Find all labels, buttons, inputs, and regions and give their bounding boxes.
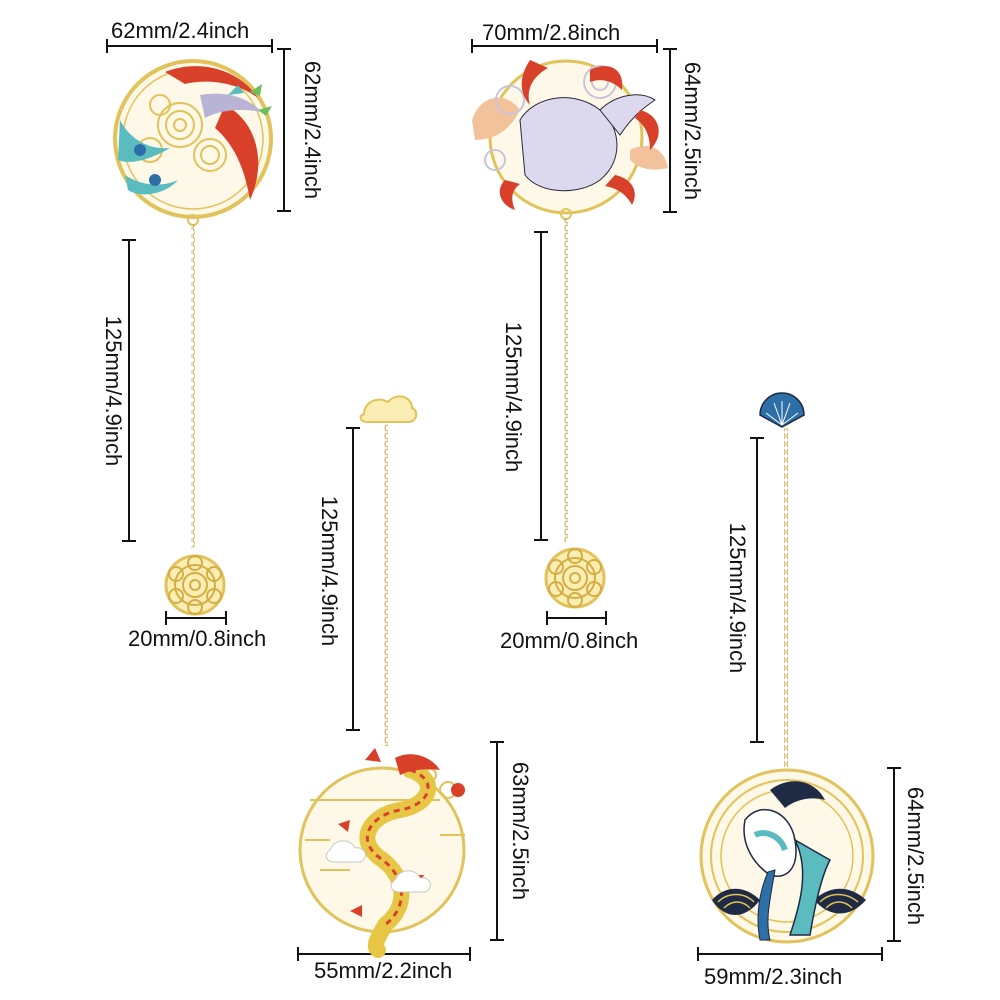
koi-bookmark (699, 768, 875, 944)
cloud-pendant (359, 395, 418, 423)
koi-chain-label: 125mm/4.9inch (725, 522, 750, 674)
dragon-height-label: 63mm/2.5inch (508, 761, 533, 901)
koi-height-label: 64mm/2.5inch (903, 786, 928, 926)
phoenix-height-label: 62mm/2.4inch (300, 60, 325, 200)
koi-width-label: 59mm/2.3inch (704, 964, 843, 989)
dragon-chain (384, 424, 388, 746)
fox-chain-label: 125mm/4.9inch (501, 321, 526, 473)
fox-width-label: 70mm/2.8inch (482, 20, 621, 45)
koi-chain (784, 428, 788, 768)
phoenix-bookmark (113, 59, 273, 226)
phoenix-pendant-label: 20mm/0.8inch (128, 626, 267, 651)
phoenix-chain-label: 125mm/4.9inch (101, 315, 126, 467)
flower-pendant (544, 547, 606, 609)
fox-pendant-label: 20mm/0.8inch (500, 628, 639, 653)
fox-height-label: 64mm/2.5inch (680, 61, 705, 201)
phoenix-chain (191, 224, 195, 548)
dragon-chain-label: 125mm/4.9inch (317, 495, 342, 647)
dragon-width-label: 55mm/2.2inch (314, 958, 453, 983)
phoenix-width-label: 62mm/2.4inch (111, 18, 250, 43)
fan-pendant (759, 392, 805, 428)
dragon-bookmark (298, 748, 466, 958)
fox-chain (564, 218, 568, 542)
flower-pendant (164, 554, 226, 616)
fox-bookmark (472, 59, 668, 220)
